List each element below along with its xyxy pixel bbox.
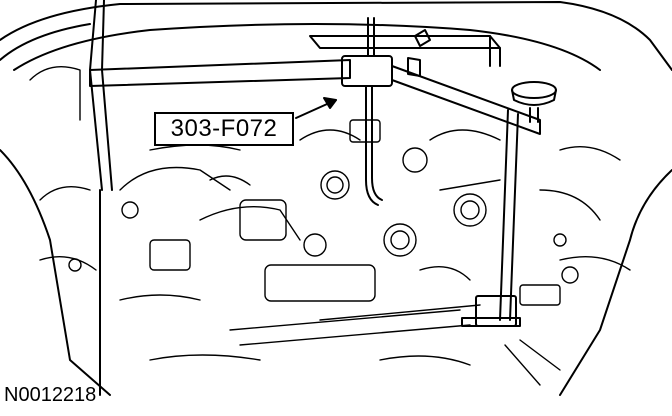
tool-callout-label: 303-F072 [154,112,294,146]
right-support-arm [391,65,541,327]
left-support-leg [89,0,113,396]
hood-outline [0,1,672,396]
figure-id-label: N0012218 [4,384,97,406]
engine-components [29,66,631,386]
leader-arrow [295,97,337,119]
support-main-beam [89,35,501,87]
center-clamp [341,17,431,206]
adjusting-knob [511,81,557,123]
